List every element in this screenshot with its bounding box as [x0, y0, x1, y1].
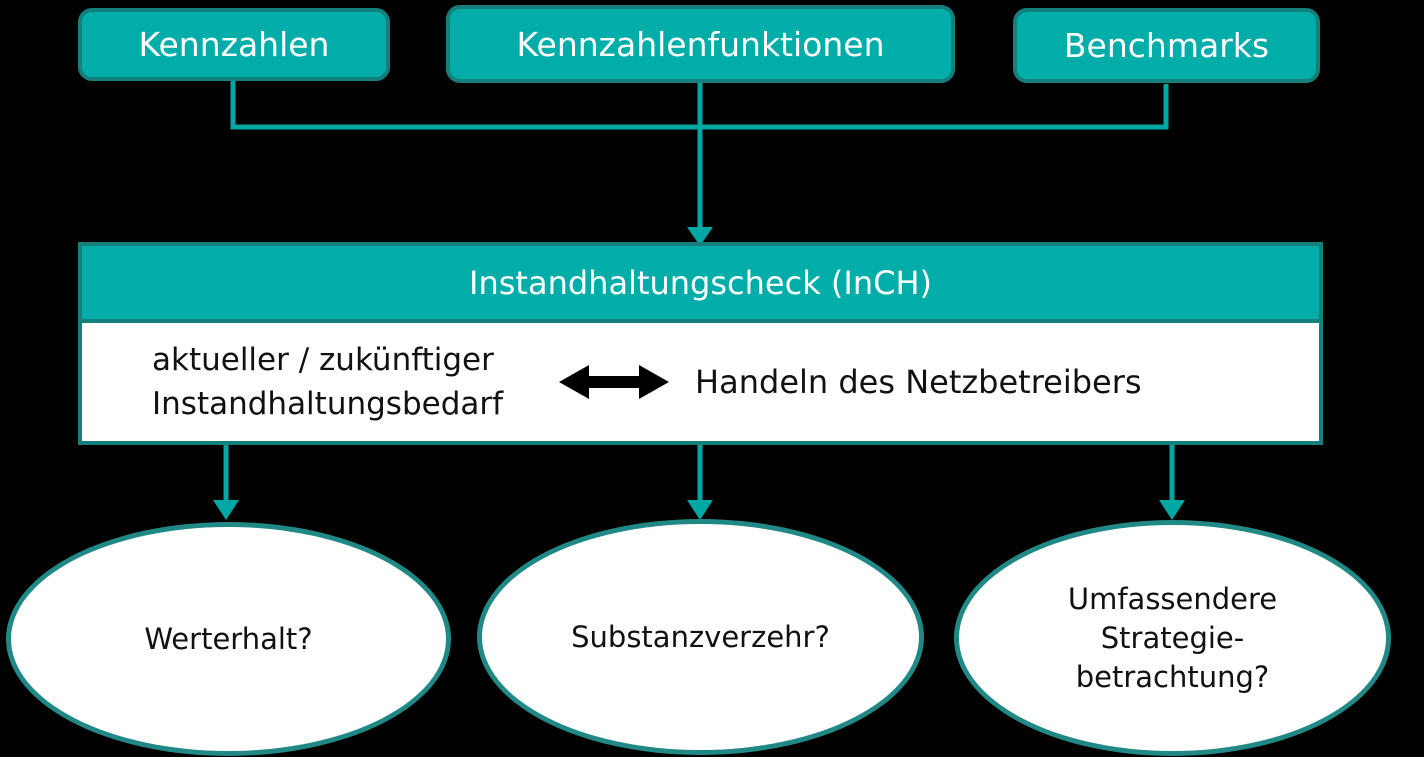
node-substanzverzehr: Substanzverzehr? — [477, 519, 924, 755]
node-kennzahlenfunktionen-label: Kennzahlenfunktionen — [516, 24, 885, 64]
inch-right-text: Handeln des Netzbetreibers — [695, 363, 1142, 401]
inch-body: aktueller / zukünftiger Instandhaltungsb… — [82, 323, 1319, 441]
werterhalt-label: Werterhalt? — [144, 621, 313, 656]
double-arrow-icon — [559, 365, 670, 399]
strategie-line-3: betrachtung? — [1075, 659, 1270, 694]
node-werterhalt: Werterhalt? — [6, 522, 451, 756]
inch-header: Instandhaltungscheck (InCH) — [82, 246, 1319, 323]
strategie-line-2: Strategie- — [1100, 620, 1245, 655]
inch-left-line-1: aktueller / zukünftiger — [152, 342, 494, 378]
node-kennzahlen: Kennzahlen — [78, 8, 390, 81]
node-strategiebetrachtung: Umfassendere Strategie- betrachtung? — [954, 520, 1391, 756]
node-kennzahlenfunktionen: Kennzahlenfunktionen — [446, 5, 955, 83]
inch-left-line-2: Instandhaltungsbedarf — [152, 386, 504, 422]
substanzverzehr-label: Substanzverzehr? — [571, 619, 830, 654]
node-kennzahlen-label: Kennzahlen — [138, 25, 330, 64]
strategie-line-1: Umfassendere — [1067, 581, 1278, 616]
right-down-arrowhead-icon — [1159, 500, 1185, 520]
left-down-arrowhead-icon — [213, 500, 239, 520]
inch-left-text: aktueller / zukünftiger Instandhaltungsb… — [152, 338, 503, 426]
bracket-connector — [230, 81, 1169, 130]
node-instandhaltungscheck: Instandhaltungscheck (InCH) aktueller / … — [78, 242, 1323, 445]
inch-title: Instandhaltungscheck (InCH) — [469, 263, 932, 302]
node-benchmarks: Benchmarks — [1013, 8, 1320, 83]
middle-down-arrowhead-icon — [687, 500, 713, 520]
node-benchmarks-label: Benchmarks — [1063, 26, 1270, 65]
